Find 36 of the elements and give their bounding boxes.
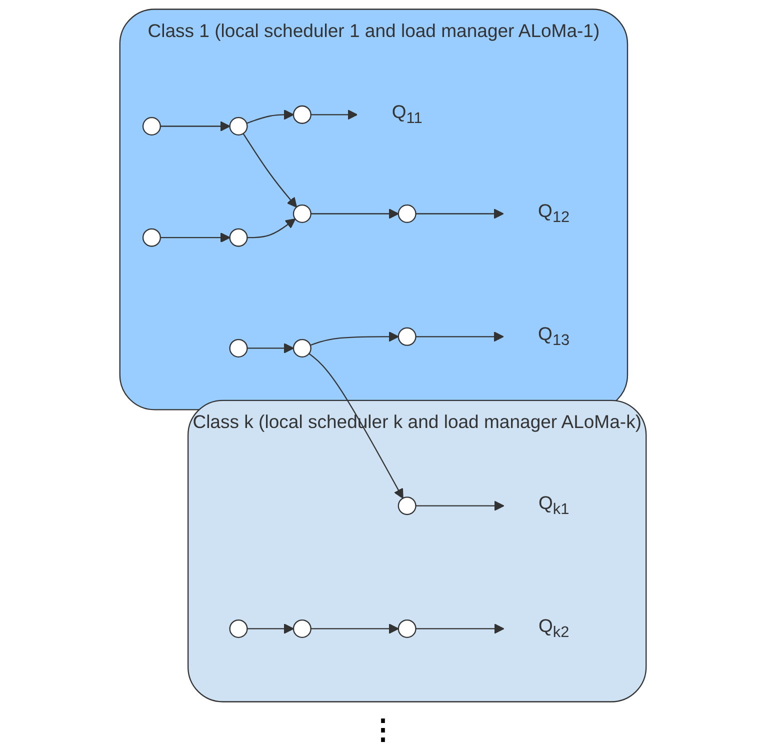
node-circle xyxy=(398,619,416,638)
node-circle xyxy=(398,327,416,346)
arrow xyxy=(160,121,230,132)
node-circle xyxy=(142,228,161,247)
arrow xyxy=(247,624,294,634)
node-circle xyxy=(142,117,161,136)
node-text: Q$_{k1}$ xyxy=(538,494,570,518)
ellipsis-mark: ⋮ xyxy=(369,713,397,746)
arrow xyxy=(310,110,358,120)
arrow xyxy=(246,110,294,124)
arrow xyxy=(310,208,399,219)
node-circle xyxy=(398,496,416,516)
node-circle xyxy=(229,228,248,247)
arrow xyxy=(416,500,504,511)
arrow xyxy=(247,343,294,354)
node-circle xyxy=(229,338,248,358)
arrow xyxy=(310,332,399,346)
node-text: Q$_{13}$ xyxy=(538,324,570,348)
arrow xyxy=(310,624,399,634)
arrow xyxy=(416,208,504,219)
arrow xyxy=(242,133,298,208)
node-circle xyxy=(292,338,312,358)
arrow xyxy=(247,218,296,238)
node-circle xyxy=(398,204,416,223)
node-text: Q$_{11}$ xyxy=(392,103,422,126)
arrow xyxy=(416,624,504,634)
arrow xyxy=(308,353,404,499)
node-circle xyxy=(292,105,312,124)
node-circle xyxy=(292,204,312,223)
node-circle xyxy=(292,619,312,638)
arrow xyxy=(160,232,230,243)
node-circle xyxy=(229,117,248,136)
arrow xyxy=(416,332,504,342)
node-text: Q$_{12}$ xyxy=(538,202,570,226)
node-text: Q$_{k2}$ xyxy=(538,617,570,640)
node-circle xyxy=(229,619,248,638)
